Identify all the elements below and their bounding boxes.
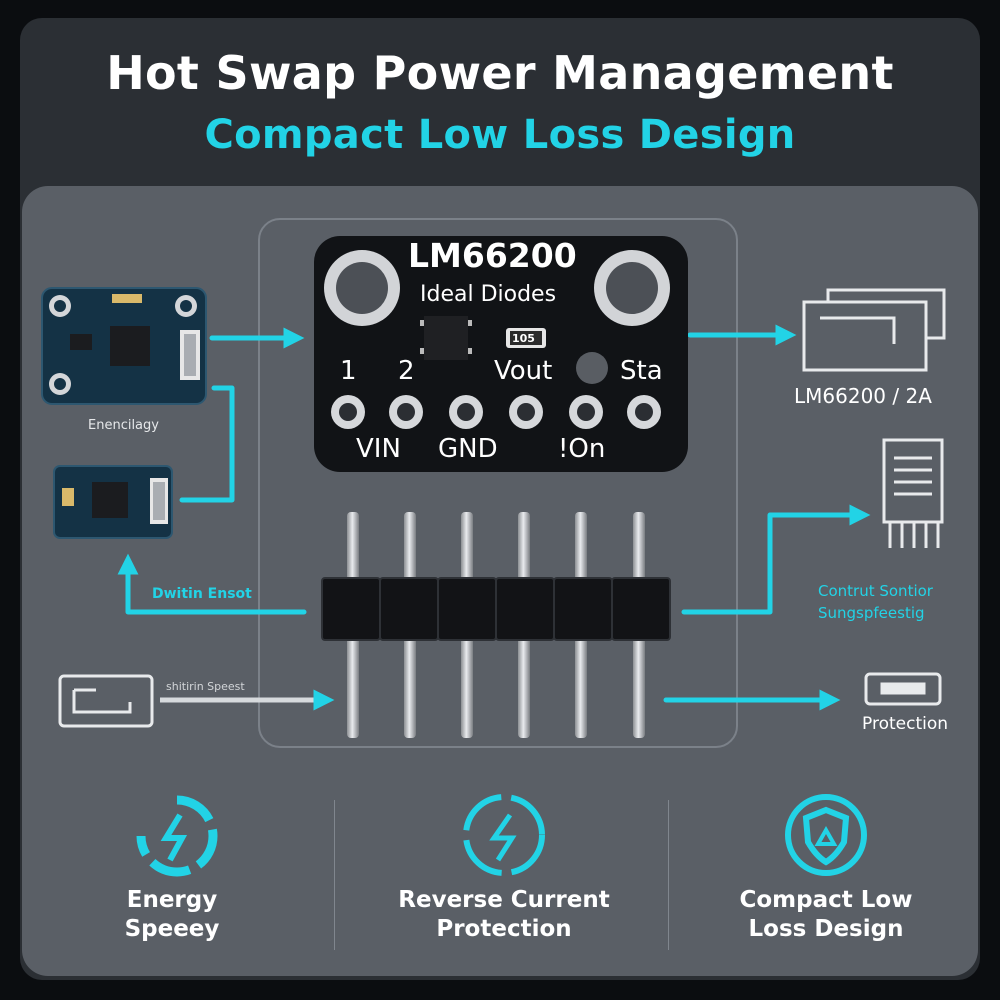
pin-label-gnd: GND (438, 434, 498, 464)
page-title: Hot Swap Power Management (106, 46, 894, 100)
shield-icon (785, 794, 867, 876)
sensor-icon (882, 438, 944, 548)
feature-energy: Energy Speeey (32, 886, 312, 944)
board-description: Ideal Diodes (420, 282, 557, 307)
connector-icon (58, 674, 154, 728)
right-output-label: LM66200 / 2A (794, 384, 932, 408)
feature-reverse-current: Reverse Current Protection (364, 886, 644, 944)
right-protection-label: Protection (862, 714, 949, 734)
feature-reverse-line2: Protection (436, 916, 572, 942)
connection-lines (117, 324, 871, 711)
feature-energy-line2: Speeey (124, 916, 220, 942)
left-drive-label: Dwitin Ensot (152, 586, 252, 602)
reverse-current-icon (463, 794, 545, 876)
lightning-ring-icon (136, 795, 218, 877)
pin-label-vout: Vout (494, 356, 553, 386)
feature-reverse-line1: Reverse Current (398, 887, 610, 913)
protection-icon (864, 672, 942, 706)
lm66200-board (314, 236, 688, 472)
pin-label-vin: VIN (356, 434, 401, 464)
right-sensor-label-1: Contrut Sontior (818, 582, 933, 600)
board-frame (258, 218, 738, 748)
pin-label-on: !On (558, 434, 606, 464)
pin-label-status: Sta (620, 356, 663, 386)
left-module-label: Enencilagy (88, 418, 159, 433)
arrow-header-to-sensor (681, 504, 871, 615)
resistor-code: 105 (512, 332, 535, 345)
pin-label-2: 2 (398, 356, 415, 386)
line-module2-to-module1 (179, 385, 235, 503)
pin-label-1: 1 (340, 356, 357, 386)
page-subtitle: Compact Low Loss Design (204, 112, 796, 158)
feature-compact-line2: Loss Design (748, 916, 904, 942)
pin-header (321, 512, 671, 738)
output-module-icon (802, 288, 946, 372)
feature-divider-1 (334, 800, 335, 950)
right-sensor-label-2: Sungspfeestig (818, 604, 925, 622)
arrow-drive-up (117, 553, 307, 615)
board-part-number: LM66200 (408, 236, 577, 275)
feature-divider-2 (668, 800, 669, 950)
feature-compact-line1: Compact Low (739, 887, 913, 913)
left-module-bottom (53, 465, 173, 539)
feature-compact-design: Compact Low Loss Design (686, 886, 966, 944)
left-speed-label: shitirin Speest (166, 680, 245, 693)
feature-energy-line1: Energy (126, 887, 218, 913)
left-module-top (41, 287, 207, 405)
